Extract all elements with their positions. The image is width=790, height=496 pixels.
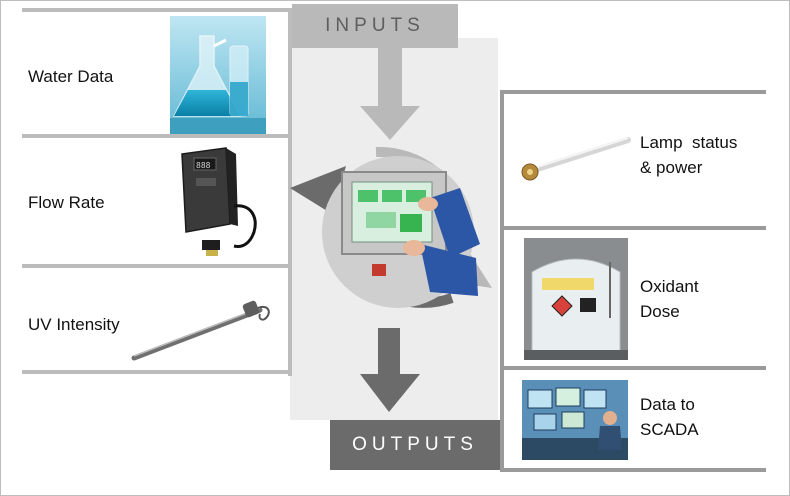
inputs-banner: INPUTS: [292, 4, 458, 48]
input-box-bottom-rule: [22, 370, 292, 374]
uv-lamp-icon: [516, 134, 634, 184]
chemical-tank-icon: [524, 238, 628, 360]
outputs-banner: OUTPUTS: [330, 420, 500, 470]
input-label-water-data: Water Data: [28, 64, 113, 89]
input-box-water-data: Water Data: [22, 8, 292, 136]
control-room-icon: [522, 380, 628, 460]
output-label-lamp: Lamp status & power: [640, 130, 737, 180]
output-label-scada: Data to SCADA: [640, 392, 699, 442]
output-label-oxidant-line1: Oxidant: [640, 274, 699, 299]
output-box-scada: Data to SCADA: [500, 366, 766, 472]
input-box-uv-intensity: UV Intensity: [22, 264, 292, 376]
svg-text:888: 888: [196, 161, 211, 170]
output-label-lamp-line2: & power: [640, 155, 737, 180]
touchscreen-control-icon: [322, 156, 480, 308]
output-box-oxidant: Oxidant Dose: [500, 226, 766, 366]
input-down-arrow: [360, 48, 420, 140]
output-down-arrow: [360, 328, 420, 412]
output-label-oxidant-line2: Dose: [640, 299, 699, 324]
output-box-bottom-rule: [500, 468, 766, 472]
flow-meter-icon: 888: [172, 146, 270, 258]
lab-flask-icon: [170, 16, 266, 136]
output-box-lamp: Lamp status & power: [500, 90, 766, 226]
input-label-uv-intensity: UV Intensity: [28, 312, 120, 337]
output-label-lamp-line1: Lamp status: [640, 130, 737, 155]
output-label-oxidant: Oxidant Dose: [640, 274, 699, 324]
output-label-scada-line2: SCADA: [640, 417, 699, 442]
process-cycle-graphic: [280, 48, 510, 418]
input-label-flow-rate: Flow Rate: [28, 190, 105, 215]
input-box-flow-rate: Flow Rate 888: [22, 134, 292, 266]
uv-sensor-icon: [126, 296, 274, 366]
output-label-scada-line1: Data to: [640, 392, 699, 417]
